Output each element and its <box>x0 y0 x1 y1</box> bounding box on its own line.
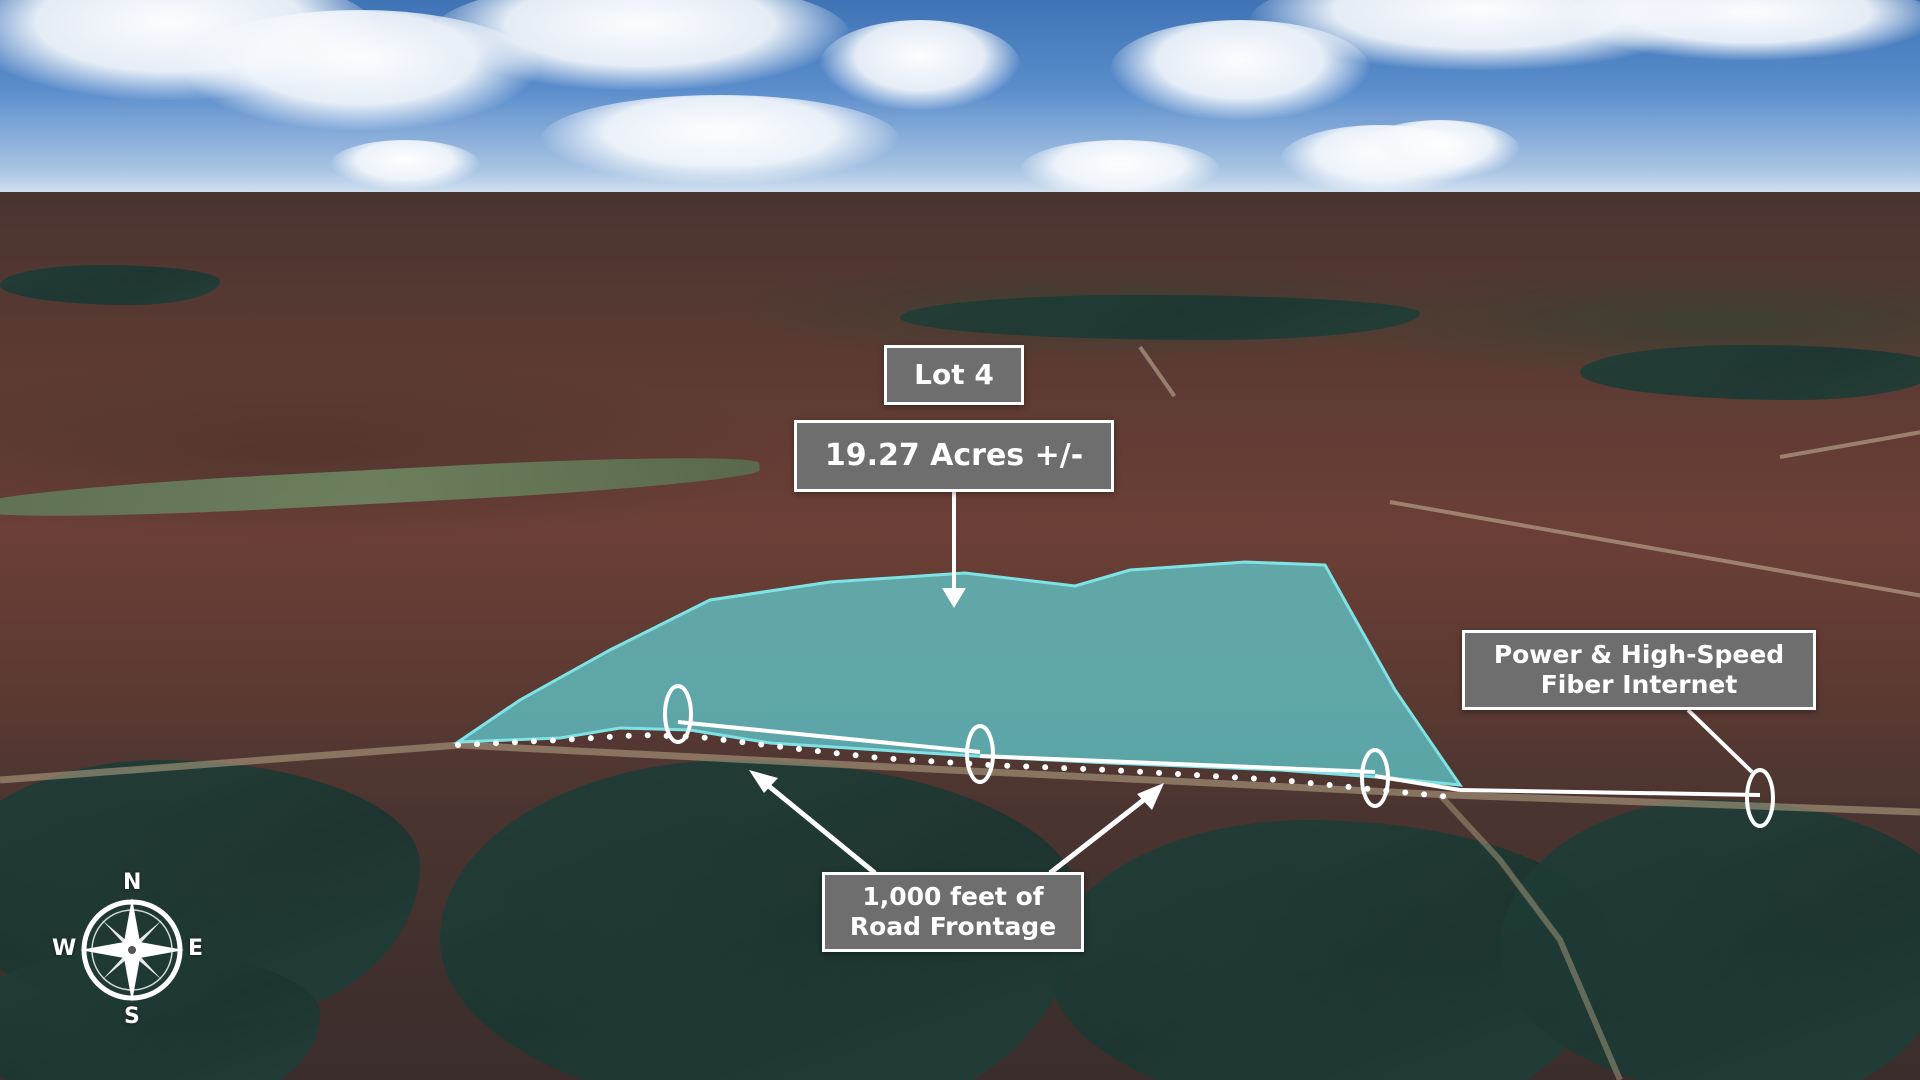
lot-4-parcel <box>452 560 1464 787</box>
county-road <box>0 741 1920 816</box>
forest-patch <box>900 295 1420 340</box>
forest-patch <box>1580 345 1920 400</box>
cloud <box>330 140 480 190</box>
forest-patch <box>1500 800 1920 1080</box>
compass-east-label: E <box>188 936 204 961</box>
road-frontage-label-line2: Road Frontage <box>849 912 1057 941</box>
compass-rose: N S E W <box>50 870 220 1030</box>
lot-label-text: Lot 4 <box>914 358 994 392</box>
forest-patch <box>0 265 220 305</box>
utilities-label-line2: Fiber Internet <box>1540 670 1738 699</box>
utility-line <box>677 720 981 754</box>
frontage-pointer-arrowhead-left <box>749 770 778 793</box>
utilities-label-line1: Power & High-Speed <box>1493 640 1785 669</box>
utility-pole-marker <box>965 724 995 784</box>
acreage-pointer-arrowhead <box>942 588 966 608</box>
utility-pole-marker <box>1360 748 1390 808</box>
road-frontage-dotted-line <box>455 731 1463 801</box>
cloud <box>1360 120 1520 180</box>
frontage-pointer-line-left <box>763 781 877 875</box>
cloud <box>820 20 1020 110</box>
lot-label: Lot 4 <box>884 345 1024 405</box>
utility-pole-marker <box>663 684 693 744</box>
compass-south-label: S <box>124 1004 140 1029</box>
compass-north-label: N <box>123 870 142 895</box>
acreage-label: 19.27 Acres +/- <box>794 420 1114 492</box>
road-frontage-label: 1,000 feet of Road Frontage <box>822 872 1084 952</box>
compass-rose-icon <box>80 898 184 1002</box>
side-road <box>1437 792 1623 1080</box>
acreage-label-text: 19.27 Acres +/- <box>824 438 1084 473</box>
cloud <box>540 95 900 185</box>
utilities-pointer-line <box>1686 708 1754 774</box>
frontage-pointer-line-right <box>1048 793 1152 875</box>
utility-line <box>1459 788 1761 797</box>
sky <box>0 0 1920 200</box>
cloud <box>1020 140 1220 200</box>
cloud <box>430 0 850 90</box>
compass-west-label: W <box>52 936 77 961</box>
frontage-pointer-arrowhead-right <box>1137 783 1164 810</box>
utilities-label: Power & High-Speed Fiber Internet <box>1462 630 1816 710</box>
forest-patch <box>0 950 320 1080</box>
utility-pole-marker <box>1745 768 1775 828</box>
utility-line <box>979 754 1376 774</box>
road-frontage-label-line1: 1,000 feet of <box>862 882 1044 911</box>
